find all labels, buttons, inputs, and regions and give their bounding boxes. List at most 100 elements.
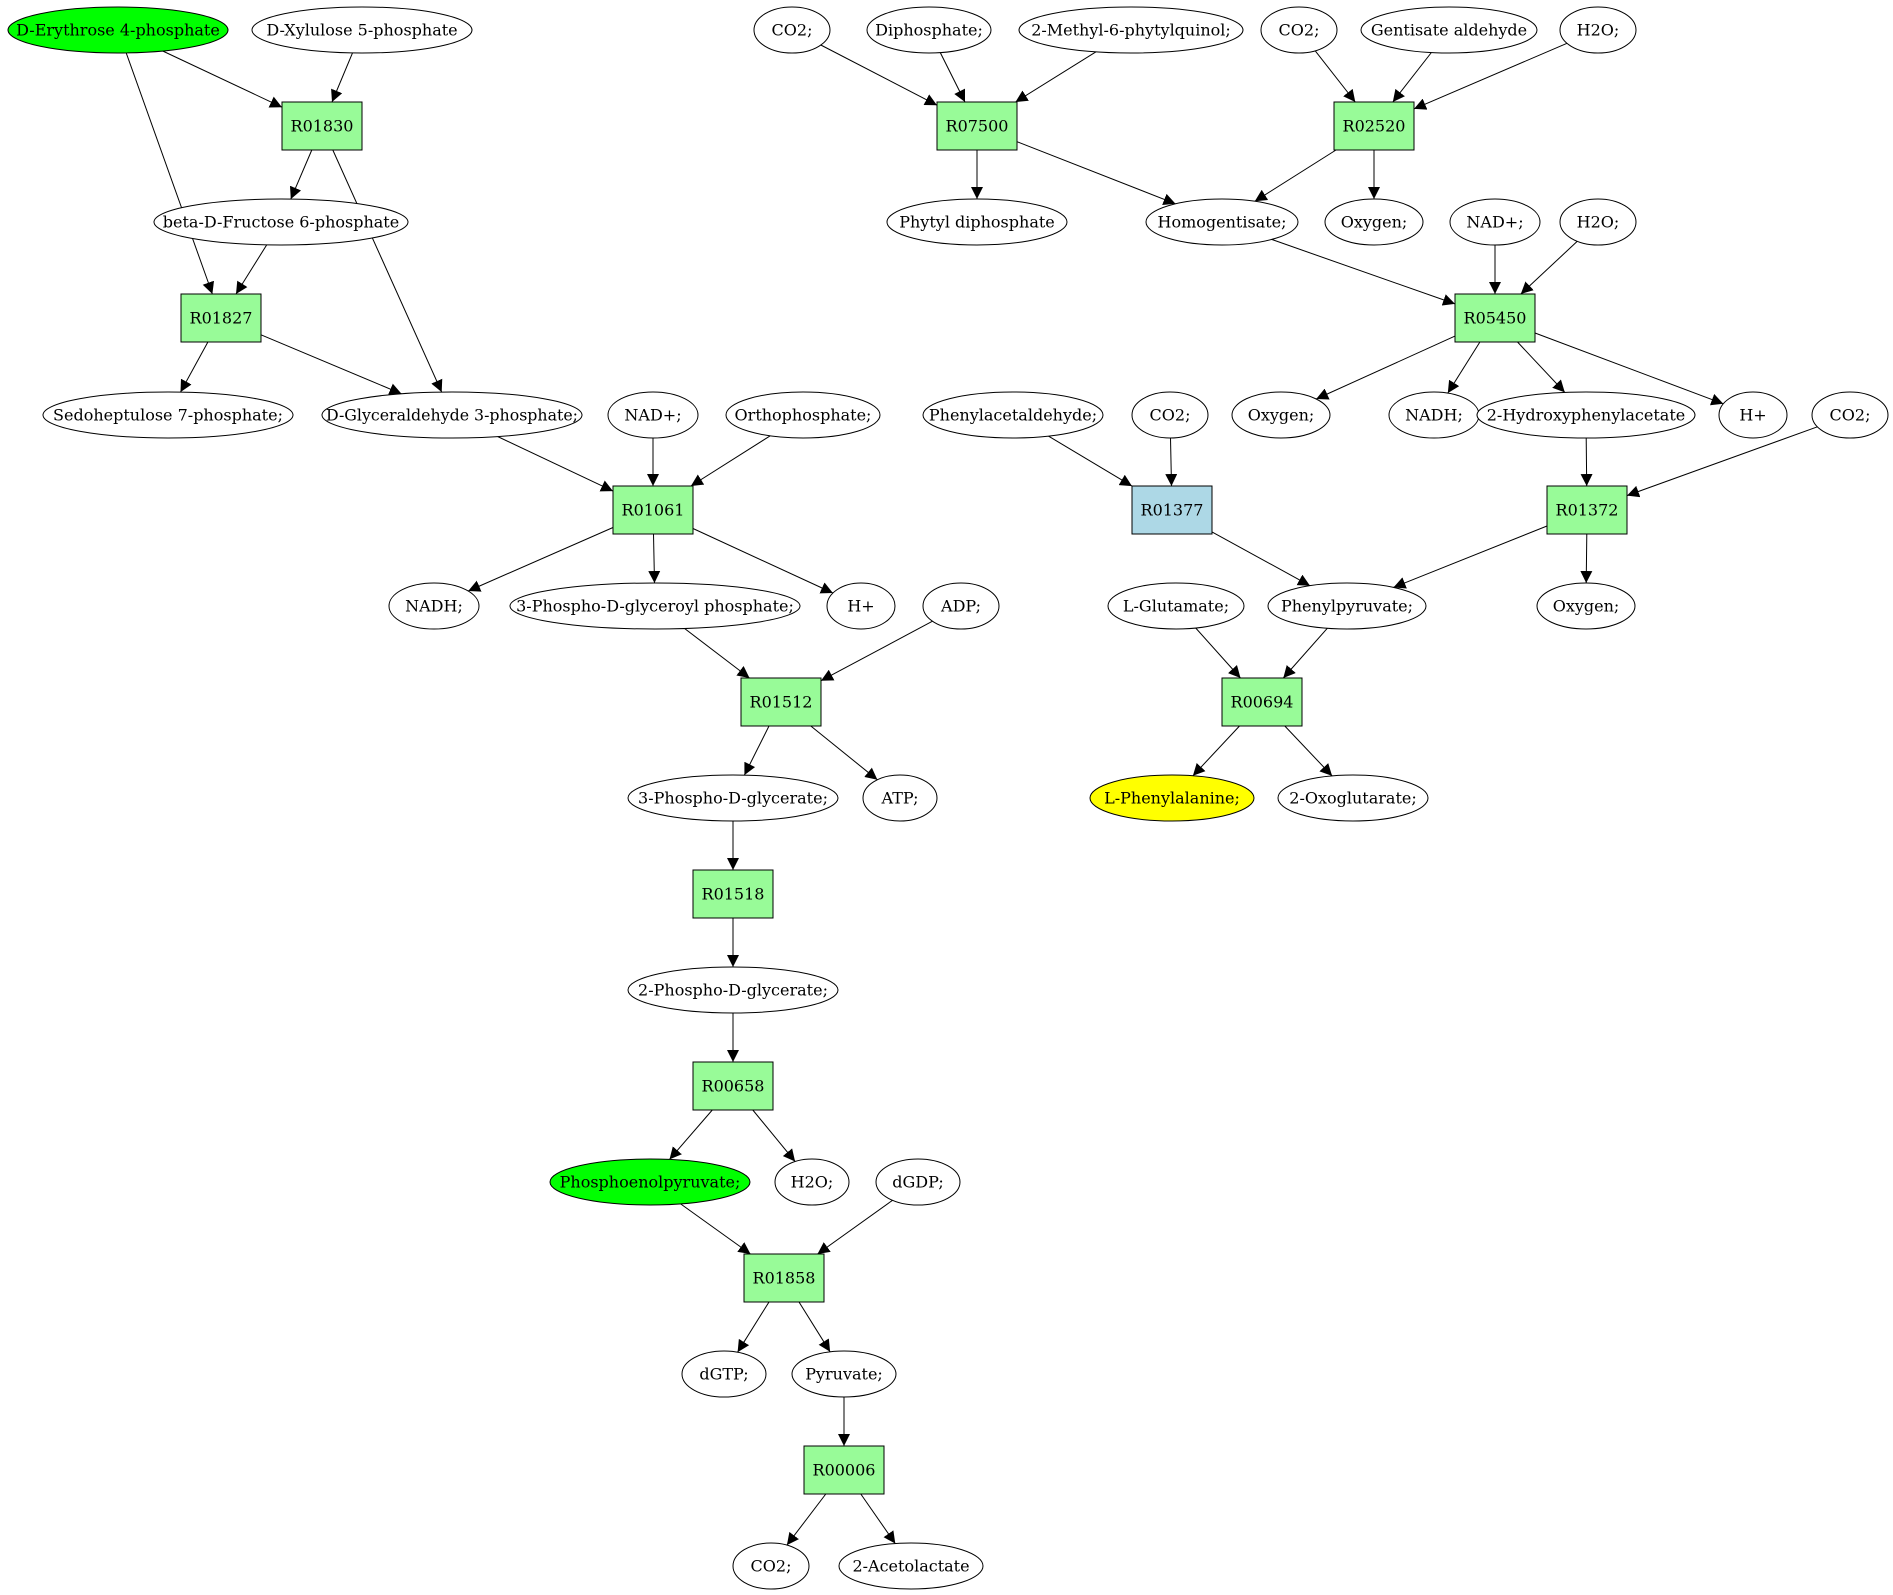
compound-ellipse: [1811, 391, 1889, 439]
node-label: Phenylpyruvate;: [1281, 597, 1413, 616]
compound-ellipse: [549, 1158, 751, 1206]
compound-node-c_f6p: beta-D-Fructose 6-phosphate: [153, 198, 409, 246]
node-label: D-Xylulose 5-phosphate: [266, 21, 457, 40]
edges-layer: [125, 42, 1818, 1546]
node-label: H+: [847, 597, 874, 616]
reaction-box: [180, 293, 262, 343]
compound-node-c_nad_b: NAD+;: [1449, 198, 1541, 246]
node-label: 3-Phospho-D-glycerate;: [638, 789, 828, 808]
edge-c_ppy-to-r_R00694: [1282, 627, 1328, 679]
edge-c_h2o_b-to-r_R02520: [1413, 42, 1568, 110]
reaction-node-r_R01518: R01518: [692, 869, 774, 919]
node-label: 2-Oxoglutarate;: [1289, 789, 1416, 808]
edge-r_R05450-to-c_nadh_b: [1447, 341, 1481, 394]
node-label: R01061: [622, 501, 685, 520]
compound-ellipse: [627, 774, 839, 822]
compound-node-c_o2_b: Oxygen;: [1231, 391, 1331, 439]
reaction-node-r_R01830: R01830: [281, 101, 363, 151]
reaction-box: [1546, 485, 1628, 535]
reaction-box: [1221, 677, 1303, 727]
reaction-node-r_R00694: R00694: [1221, 677, 1303, 727]
compound-node-c_h_a: H+: [826, 582, 896, 630]
reaction-box: [740, 677, 822, 727]
edge-c_pep-to-r_R01858: [680, 1203, 751, 1255]
compound-node-c_h_b: H+: [1718, 391, 1788, 439]
reaction-box: [1333, 101, 1415, 151]
compound-ellipse: [388, 582, 480, 630]
node-label: D-Erythrose 4-phosphate: [16, 21, 220, 40]
compound-node-c_pyr: Pyruvate;: [791, 1350, 897, 1398]
edge-c_co2_d-to-r_R01372: [1626, 426, 1818, 498]
reaction-box: [936, 101, 1018, 151]
compound-node-c_2pg: 2-Phospho-D-glycerate;: [627, 966, 839, 1014]
reaction-node-r_R01061: R01061: [612, 485, 694, 535]
edge-c_e4p-to-r_R01827: [125, 52, 215, 295]
reaction-box: [743, 1253, 825, 1303]
node-label: 3-Phospho-D-glyceroyl phosphate;: [516, 597, 794, 616]
node-label: NADH;: [405, 597, 463, 616]
node-label: R01830: [291, 117, 354, 136]
node-label: R05450: [1464, 309, 1527, 328]
node-label: R01512: [750, 693, 813, 712]
edge-c_gald-to-r_R02520: [1392, 52, 1432, 103]
edge-r_R01827-to-c_s7p: [180, 341, 209, 393]
edge-r_R01061-to-c_nadh_a: [467, 527, 614, 592]
node-label: ATP;: [881, 789, 919, 808]
compound-node-c_phdp: Phytyl diphosphate: [886, 198, 1068, 246]
reaction-node-r_R00658: R00658: [692, 1061, 774, 1111]
node-label: R01858: [753, 1269, 816, 1288]
compound-node-c_dgtp: dGTP;: [681, 1350, 767, 1398]
compound-ellipse: [1449, 198, 1541, 246]
compound-ellipse: [886, 198, 1068, 246]
compound-ellipse: [753, 6, 831, 54]
edge-c_co2_c-to-r_R01377: [1165, 437, 1178, 487]
reaction-box: [803, 1445, 885, 1495]
compound-node-c_ppi: Diphosphate;: [866, 6, 992, 54]
reaction-node-r_R05450: R05450: [1454, 293, 1536, 343]
edge-r_R05450-to-c_2hpa: [1517, 341, 1566, 393]
node-label: ADP;: [940, 597, 981, 616]
node-label: R01372: [1556, 501, 1619, 520]
node-label: L-Phenylalanine;: [1104, 789, 1240, 808]
compound-node-c_bpg: 3-Phospho-D-glyceroyl phosphate;: [509, 582, 801, 630]
node-label: Phosphoenolpyruvate;: [560, 1173, 741, 1192]
compound-ellipse: [1476, 391, 1696, 439]
node-label: H+: [1739, 406, 1766, 425]
compound-node-c_pep: Phosphoenolpyruvate;: [549, 1158, 751, 1206]
compound-ellipse: [7, 6, 229, 54]
node-label: dGDP;: [892, 1173, 943, 1192]
edge-c_hga-to-r_R05450: [1271, 238, 1456, 306]
compound-ellipse: [42, 391, 294, 439]
reaction-box: [1131, 485, 1213, 535]
node-label: dGTP;: [699, 1365, 748, 1384]
reaction-node-r_R00006: R00006: [803, 1445, 885, 1495]
compound-ellipse: [826, 582, 896, 630]
node-label: R02520: [1343, 117, 1406, 136]
compound-ellipse: [866, 6, 992, 54]
compound-node-c_phe: L-Phenylalanine;: [1089, 774, 1255, 822]
edge-c_bpg-to-r_R01512: [684, 628, 750, 679]
edge-r_R01377-to-c_ppy: [1211, 531, 1311, 587]
compound-ellipse: [607, 391, 699, 439]
nodes-layer: D-Erythrose 4-phosphate D-Xylulose 5-phos…: [7, 6, 1889, 1590]
compound-node-c_co2_a: CO2;: [753, 6, 831, 54]
node-label: 2-Phospho-D-glycerate;: [638, 981, 828, 1000]
node-label: Oxygen;: [1341, 213, 1408, 232]
compound-node-c_s7p: Sedoheptulose 7-phosphate;: [42, 391, 294, 439]
compound-node-c_ppy: Phenylpyruvate;: [1267, 582, 1427, 630]
node-label: Oxygen;: [1553, 597, 1620, 616]
compound-ellipse: [1107, 582, 1245, 630]
compound-ellipse: [509, 582, 801, 630]
edge-c_glu-to-r_R00694: [1195, 627, 1241, 679]
compound-node-c_co2_c: CO2;: [1131, 391, 1209, 439]
reaction-box: [692, 869, 774, 919]
compound-ellipse: [1360, 6, 1538, 54]
node-label: CO2;: [1830, 406, 1871, 425]
compound-ellipse: [1559, 198, 1637, 246]
compound-node-c_2og: 2-Oxoglutarate;: [1277, 774, 1429, 822]
node-label: R00658: [702, 1077, 765, 1096]
edge-r_R01061-to-c_bpg: [648, 533, 661, 584]
compound-ellipse: [922, 582, 1000, 630]
compound-node-c_adp: ADP;: [922, 582, 1000, 630]
